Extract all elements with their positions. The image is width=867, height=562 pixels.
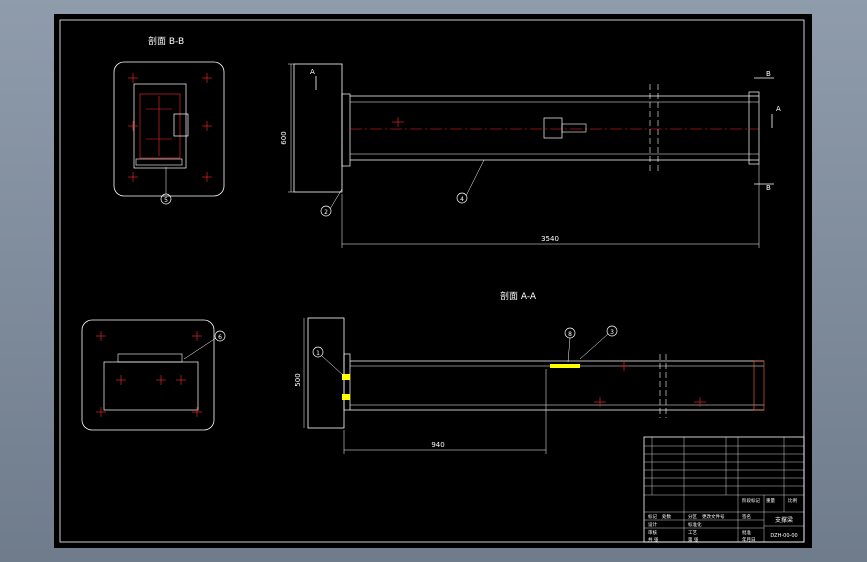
plan-balloon-1 [312, 346, 324, 358]
bb-outline [113, 61, 225, 197]
bb-balloon [160, 193, 172, 205]
svg-text:标记: 标记 [648, 513, 657, 520]
section-aa-side-view: 6 [81, 319, 226, 431]
svg-text:工艺: 工艺 [688, 530, 697, 536]
elev-height-label: 600 [280, 131, 288, 144]
svg-text:4: 4 [460, 196, 464, 203]
plan-view: 500 940 1 8 3 [294, 317, 765, 454]
elev-bracket [543, 117, 563, 139]
section-bb-title: 剖面 B-B [148, 35, 184, 47]
svg-text:3: 3 [610, 329, 614, 336]
svg-text:标准化: 标准化 [688, 521, 702, 528]
bb-channel [133, 83, 187, 169]
elev-length-label: 3540 [541, 235, 559, 243]
bb-clamp [173, 113, 189, 137]
bb-inner [139, 93, 181, 159]
svg-text:第 张: 第 张 [688, 536, 699, 543]
plan-weld-2 [342, 394, 350, 400]
cut-b-bottom: B [766, 184, 771, 192]
plan-height-label: 500 [294, 373, 302, 386]
plan-weld-3 [550, 364, 580, 368]
aa-body [103, 361, 199, 411]
svg-text:2: 2 [324, 209, 328, 216]
aa-top-bar [117, 353, 183, 363]
plan-balloon-8 [564, 327, 576, 339]
elevation-view: 600 3540 A B B A 2 4 [280, 63, 781, 248]
title-block-outline [643, 436, 805, 543]
bb-base [135, 158, 183, 166]
drawing-border [59, 19, 805, 543]
cut-a-right: A [776, 105, 781, 113]
plan-far-plate [753, 360, 765, 411]
cad-drawing: 剖面 B-B 5 [59, 19, 805, 543]
drawing-canvas[interactable]: 剖面 B-B 5 [54, 14, 812, 548]
svg-text:年月日: 年月日 [742, 536, 756, 543]
svg-text:8: 8 [568, 331, 572, 338]
title-block-grid [644, 437, 804, 542]
plan-offset-label: 940 [431, 441, 444, 449]
svg-text:重量: 重量 [766, 497, 775, 504]
bb-balloon-label: 5 [164, 197, 168, 204]
aa-bolt-marks [96, 331, 202, 417]
svg-text:签名: 签名 [742, 513, 751, 520]
elev-balloon-4 [456, 192, 468, 204]
svg-text:批准: 批准 [742, 529, 751, 536]
aa-outline [81, 319, 215, 431]
plan-marks [594, 361, 706, 407]
svg-text:审核: 审核 [648, 529, 657, 536]
cut-a-left: A [310, 68, 315, 76]
plan-balloon-3 [606, 325, 618, 337]
svg-text:共 张: 共 张 [648, 536, 659, 543]
svg-text:阶段标记: 阶段标记 [742, 497, 760, 504]
section-bb-view: 剖面 B-B 5 [113, 35, 225, 205]
elev-balloon-2 [320, 205, 332, 217]
title-block: 支撑梁 DZH-00-00 标记 处数 分区 更改文件号 签名 设计 标准化 阶… [643, 436, 805, 543]
svg-text:设计: 设计 [648, 521, 657, 528]
elev-pin [561, 123, 587, 133]
section-aa-title: 剖面 A-A [500, 290, 537, 302]
elev-end-block [293, 63, 343, 193]
drawing-number: DZH-00-00 [770, 533, 797, 539]
cut-b-top: B [766, 70, 771, 78]
svg-text:分区: 分区 [688, 513, 697, 520]
elev-far-plate [748, 91, 760, 165]
plan-end-plate [343, 353, 351, 411]
svg-text:比例: 比例 [788, 497, 797, 504]
plan-weld-1 [342, 374, 350, 380]
svg-text:处数: 处数 [662, 513, 671, 520]
svg-text:1: 1 [316, 350, 320, 357]
plan-end-block [307, 317, 345, 429]
elev-end-plate [341, 93, 351, 167]
svg-text:6: 6 [218, 334, 222, 341]
svg-text:更改文件号: 更改文件号 [702, 513, 725, 520]
aa-side-balloon [214, 330, 226, 342]
drawing-name: 支撑梁 [775, 516, 793, 524]
bb-bolt-marks [128, 73, 212, 182]
